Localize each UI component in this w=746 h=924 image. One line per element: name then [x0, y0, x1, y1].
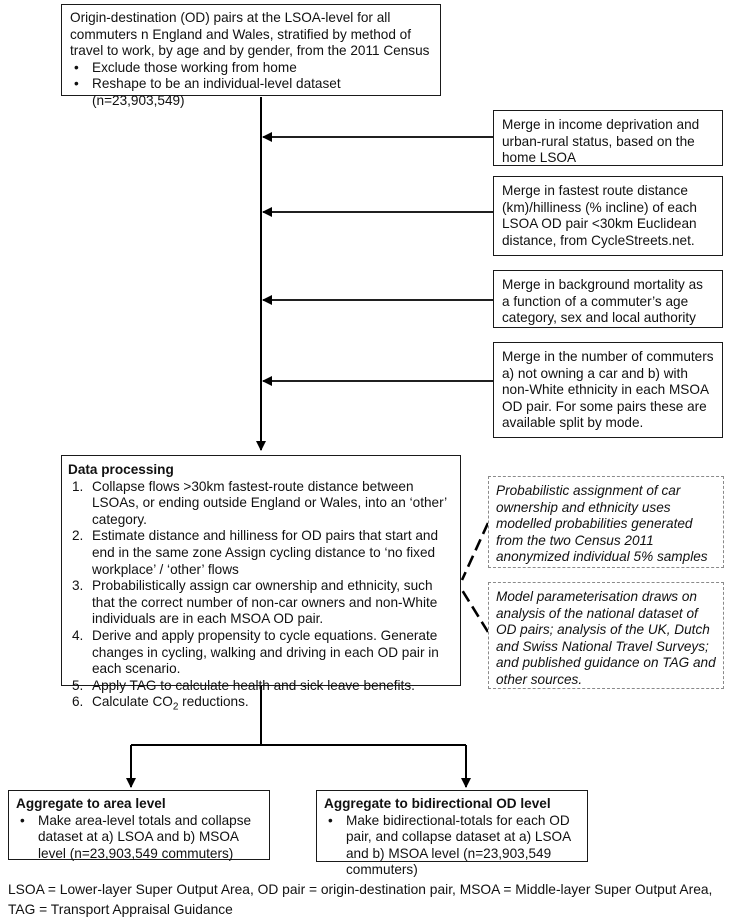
processing-step-6: 6.Calculate CO2 reductions.: [72, 694, 249, 714]
source-data-bullets: Exclude those working from home Reshape …: [70, 60, 432, 110]
source-data-box: Origin-destination (OD) pairs at the LSO…: [61, 4, 441, 108]
source-bullet-2: Reshape to be an individual-level datase…: [70, 76, 432, 109]
source-bullet-1: Exclude those working from home: [70, 60, 432, 77]
output-title-area-level: Aggregate to area level: [16, 796, 166, 811]
merge-text-1: Merge in income deprivation and urban-ru…: [502, 117, 700, 166]
merge-box-1: Merge in income deprivation and urban-ru…: [493, 110, 723, 166]
merge-box-4: Merge in the number of commuters a) not …: [493, 342, 723, 438]
processing-step-3: 3.Probabilistically assign car ownership…: [72, 578, 438, 627]
output-title-od-level: Aggregate to bidirectional OD level: [324, 796, 551, 811]
output-box-area-level: Aggregate to area level Make area-level …: [8, 790, 270, 863]
output-bullets-od-level: Make bidirectional-totals for each OD pa…: [324, 813, 580, 879]
note-text-1: Probabilistic assignment of car ownershi…: [496, 483, 708, 565]
merge-text-4: Merge in the number of commuters a) not …: [502, 349, 714, 431]
output-text-od-level: Make bidirectional-totals for each OD pa…: [324, 813, 580, 879]
processing-step-5: 5.Apply TAG to calculate health and sick…: [72, 677, 415, 693]
processing-step-1: 1.Collapse flows >30km fastest-route dis…: [72, 478, 447, 527]
note-text-2: Model parameterisation draws on analysis…: [496, 589, 716, 687]
processing-step-2: 2.Estimate distance and hilliness for OD…: [72, 528, 439, 577]
abbreviations-caption: LSOA = Lower-layer Super Output Area, OD…: [8, 882, 713, 917]
data-processing-box: Data processing 1.Collapse flows >30km f…: [61, 455, 461, 713]
merge-text-2: Merge in fastest route distance (km)/hil…: [502, 183, 697, 248]
note-box-parameterisation: Model parameterisation draws on analysis…: [488, 582, 724, 689]
merge-box-2: Merge in fastest route distance (km)/hil…: [493, 176, 723, 256]
note-connector-2: [460, 589, 490, 633]
output-box-od-level: Aggregate to bidirectional OD level Make…: [316, 790, 588, 877]
processing-step-4: 4.Derive and apply propensity to cycle e…: [72, 627, 439, 677]
data-processing-title: Data processing: [68, 462, 174, 477]
note-box-car-ownership: Probabilistic assignment of car ownershi…: [488, 476, 724, 568]
note-connector-1: [460, 522, 490, 581]
output-bullets-area-level: Make area-level totals and collapse data…: [16, 813, 262, 863]
merge-box-3: Merge in background mortality as a funct…: [493, 270, 723, 328]
processing-steps: 1.Collapse flows >30km fastest-route dis…: [68, 479, 454, 717]
source-data-text: Origin-destination (OD) pairs at the LSO…: [70, 10, 430, 59]
output-text-area-level: Make area-level totals and collapse data…: [16, 813, 262, 863]
merge-text-3: Merge in background mortality as a funct…: [502, 277, 703, 326]
